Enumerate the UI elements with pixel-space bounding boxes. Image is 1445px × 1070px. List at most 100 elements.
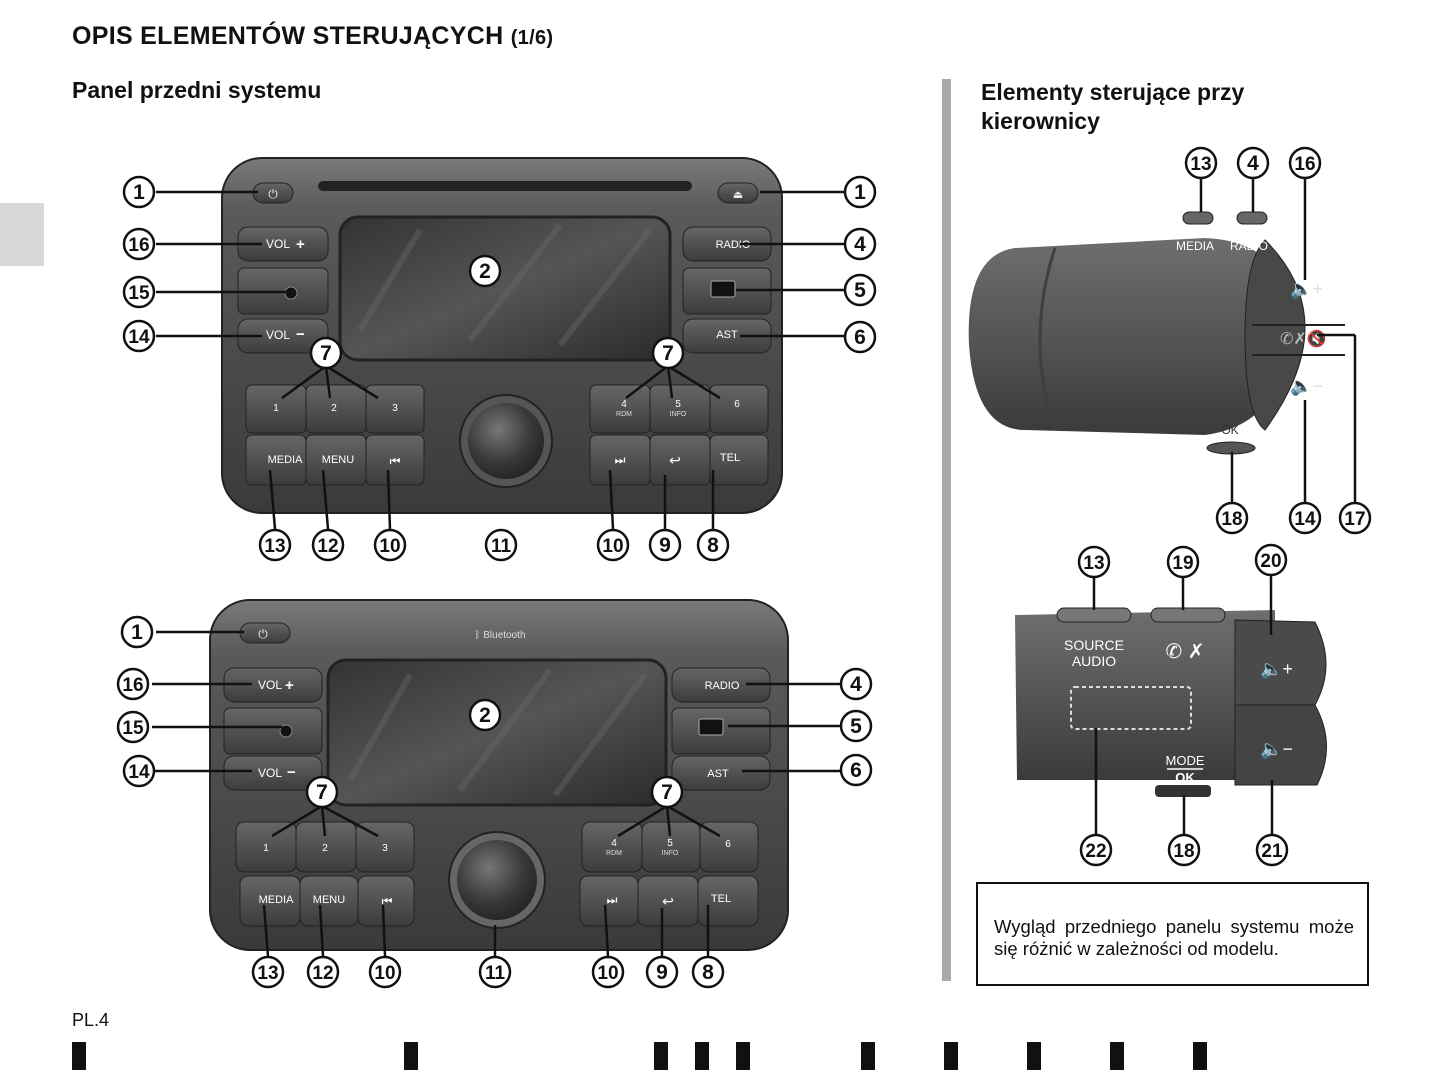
callout-number: 13 (1083, 553, 1104, 574)
callout-number: 7 (661, 781, 673, 804)
preset-4-sublabel-2: RDM (606, 850, 622, 857)
callout-number: 1 (133, 181, 145, 204)
callout-number: 19 (1172, 553, 1193, 574)
column-divider (942, 79, 951, 981)
callout-number: 16 (128, 235, 149, 256)
stalk-radio-label: RADIO (1230, 239, 1268, 253)
preset-4-sublabel: RDM (616, 411, 632, 418)
preset-6-label: 6 (734, 399, 740, 410)
back-icon: ↩ (669, 452, 681, 468)
leader-lines-bottom (152, 630, 840, 957)
vol-minus-button-2[interactable] (223, 755, 323, 791)
tel-button-2[interactable] (697, 875, 759, 927)
callout-circle (122, 275, 156, 309)
next-track-icon: ⏭ (615, 453, 626, 467)
usb-port[interactable] (710, 280, 736, 298)
prev-track-button-2[interactable] (357, 875, 415, 927)
usb-port-2[interactable] (698, 718, 724, 736)
rotary-knob[interactable] (468, 403, 544, 479)
mode-ok-wheel[interactable] (1155, 785, 1211, 797)
callout-circle (1184, 146, 1218, 180)
diagram-area: ⏻ ⏏ VOL + VOL − RADIO AST 1 2 3 MEDIA ME… (116, 157, 877, 989)
callout-circle (122, 175, 156, 209)
print-mark (861, 1042, 875, 1070)
callout-circle (691, 955, 725, 989)
audio-label: AUDIO (1072, 653, 1116, 669)
phone-button[interactable] (1150, 607, 1226, 623)
aux-jack-2[interactable] (279, 724, 293, 738)
ast-label-2: AST (707, 768, 729, 780)
volume-down-icon-2[interactable]: 🔈− (1260, 739, 1293, 760)
source-audio-button[interactable] (1056, 607, 1132, 623)
page-title-suffix: (1/6) (510, 27, 554, 49)
callout-number: 5 (850, 715, 862, 738)
preset-5-label-2: 5 (667, 838, 673, 849)
callout-number: 16 (1294, 154, 1315, 175)
rotary-knob-2[interactable] (457, 840, 537, 920)
volume-down-icon[interactable]: 🔈− (1290, 376, 1323, 397)
preset-4-button[interactable] (589, 384, 651, 434)
eject-button[interactable] (717, 182, 759, 204)
callout-number: 16 (122, 675, 143, 696)
callout-circle (484, 528, 518, 562)
callout-circle (120, 615, 154, 649)
volume-up-icon-2[interactable]: 🔈+ (1260, 659, 1293, 680)
phone-mute-icon[interactable]: ✆✗🔇 (1280, 329, 1327, 348)
callout-circle (1288, 501, 1322, 535)
vol-plus-label: VOL (266, 237, 290, 251)
callout-circle (1079, 833, 1113, 867)
callout-number: 9 (656, 961, 668, 984)
tel-button[interactable] (709, 434, 769, 486)
volume-up-icon[interactable]: 🔈+ (1290, 279, 1323, 300)
callout-number: 10 (597, 963, 618, 984)
callout-circle (1166, 545, 1200, 579)
callout-circle (843, 320, 877, 354)
callout-circle (311, 528, 345, 562)
minus-icon: − (296, 326, 305, 343)
callout-number: 18 (1221, 509, 1242, 530)
ast-button-2[interactable] (671, 755, 771, 791)
preset-6-button-2[interactable] (699, 821, 759, 873)
callout-number: 2 (479, 704, 491, 727)
callout-number: 22 (1085, 841, 1106, 862)
callout-number: 12 (317, 536, 338, 557)
callout-circle (843, 175, 877, 209)
stalk-radio-button[interactable] (1236, 211, 1268, 225)
callout-circle (839, 667, 873, 701)
callout-number: 12 (312, 963, 333, 984)
callout-circle (645, 955, 679, 989)
plus-icon: + (296, 236, 305, 253)
callout-circle (843, 227, 877, 261)
callout-number: 4 (1247, 152, 1259, 175)
callout-circle (309, 336, 343, 370)
note-text: Wygląd przedniego panelu systemu może si… (994, 916, 1354, 959)
preset-1-label-2: 1 (263, 843, 269, 854)
preset-5-sublabel-2: INFO (662, 850, 679, 857)
callout-circle (648, 528, 682, 562)
callout-number: 18 (1173, 841, 1194, 862)
minus-icon-2: − (287, 764, 296, 781)
page-number: PL.4 (72, 1010, 110, 1030)
plus-icon-2: + (285, 677, 294, 694)
preset-3-label-2: 3 (382, 843, 388, 854)
callout-number: 11 (491, 536, 512, 557)
callout-circle (1338, 501, 1372, 535)
prev-track-button[interactable] (365, 434, 425, 486)
callout-circle (251, 955, 285, 989)
media-label: MEDIA (268, 454, 304, 466)
right-heading: Elementy sterujące przy kierownicy (981, 78, 1244, 136)
print-mark (1193, 1042, 1207, 1070)
callout-circle (468, 254, 502, 288)
callout-circle (650, 775, 684, 809)
callout-number: 5 (854, 279, 866, 302)
radio-panel-cd: ⏻ ⏏ VOL + VOL − RADIO AST 1 2 3 MEDIA ME… (221, 157, 783, 514)
preset-2-label: 2 (331, 403, 337, 414)
callout-number: 7 (662, 342, 674, 365)
preset-3-button-2[interactable] (355, 821, 415, 873)
preset-3-button[interactable] (365, 384, 425, 434)
stalk-media-button[interactable] (1182, 211, 1214, 225)
preset-6-button[interactable] (709, 384, 769, 434)
display-screen-2 (326, 658, 668, 807)
callout-circle (468, 698, 502, 732)
